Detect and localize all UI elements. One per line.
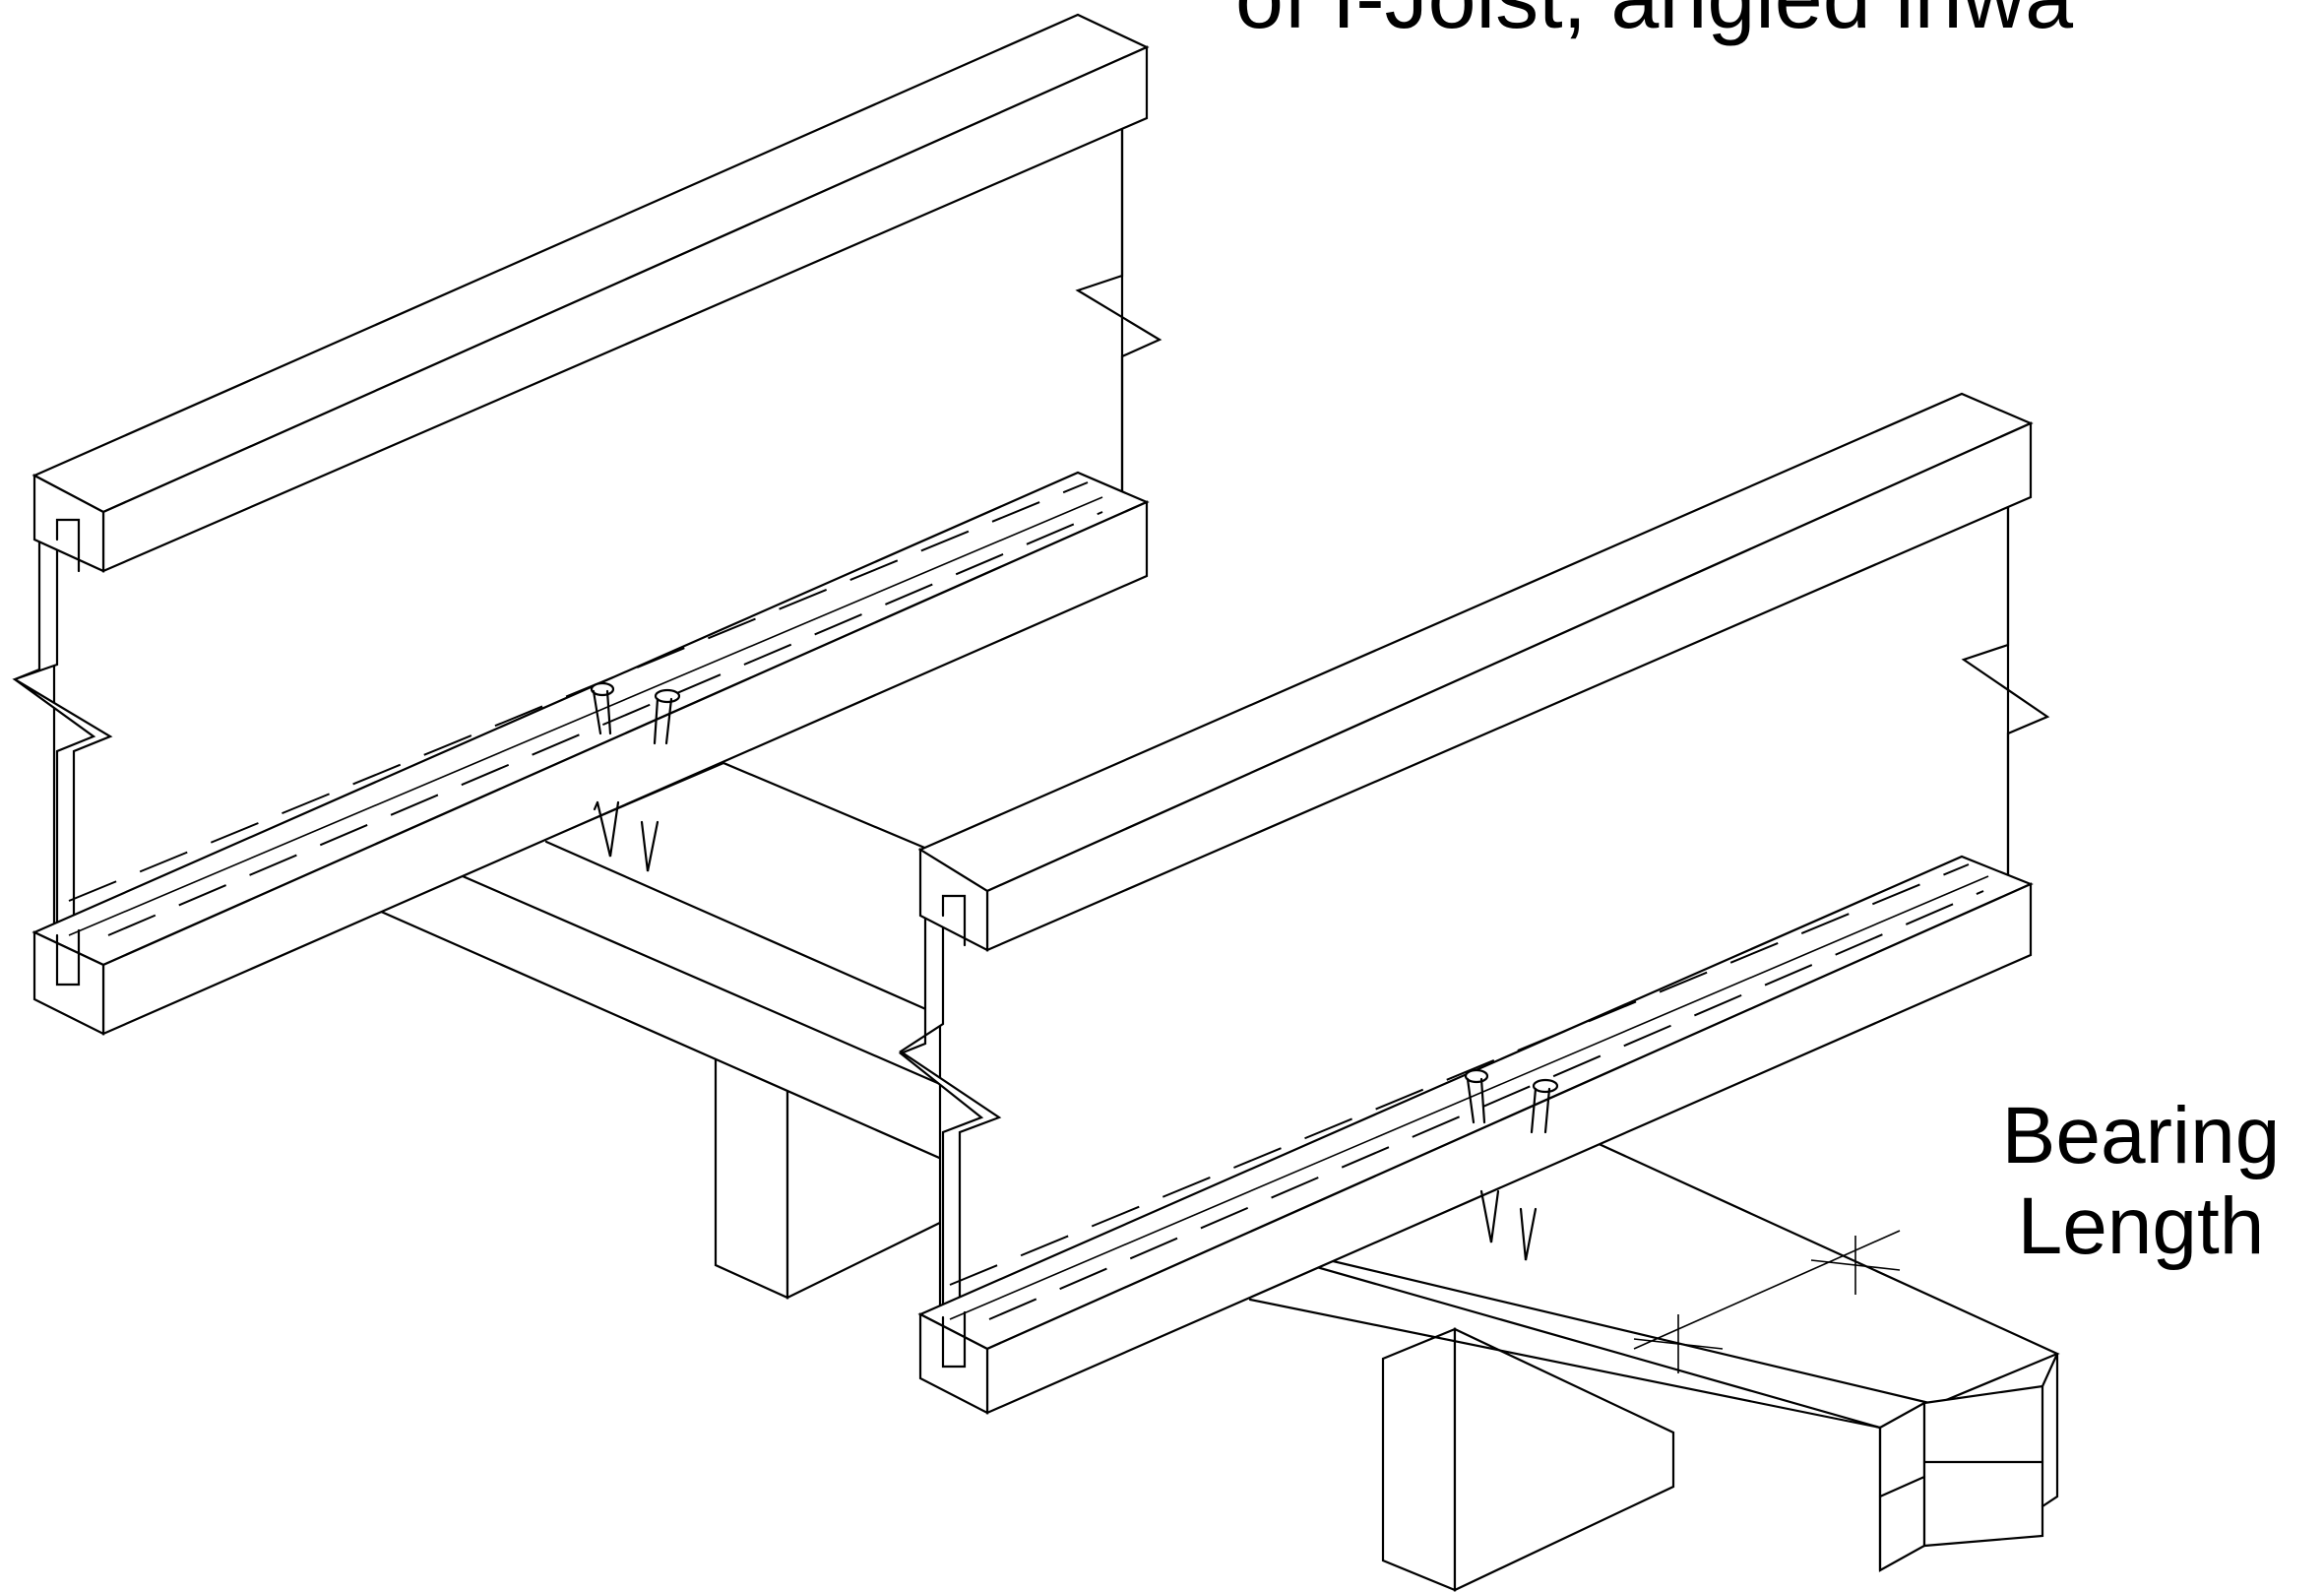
bearing-length-label: Bearing Length [1964,1091,2318,1272]
bottom-flange-left-end [32,930,105,1036]
ijoist-right [898,392,2050,1415]
web-break-far-right [1961,495,2050,883]
top-flange-left-end [32,474,105,573]
bearing-label-line-1: Bearing [2001,1091,2281,1180]
top-flange-right-end [918,848,989,952]
ijoist-left [12,13,1162,1036]
nail-right-1 [1464,1068,1500,1243]
beam-right-end-notch [1922,1384,2044,1548]
bearing-label-line-2: Length [2017,1181,2265,1271]
web-break-far-left [1075,116,1162,509]
post-right-side [1453,1327,1675,1592]
nail-left-2 [640,688,681,872]
nail-right-2 [1519,1078,1559,1261]
top-caption: of I-Joist, angled inwa [1235,0,2073,47]
beam-left [376,761,1006,1300]
post-right [1381,1327,1457,1592]
nail-left-1 [590,681,620,858]
